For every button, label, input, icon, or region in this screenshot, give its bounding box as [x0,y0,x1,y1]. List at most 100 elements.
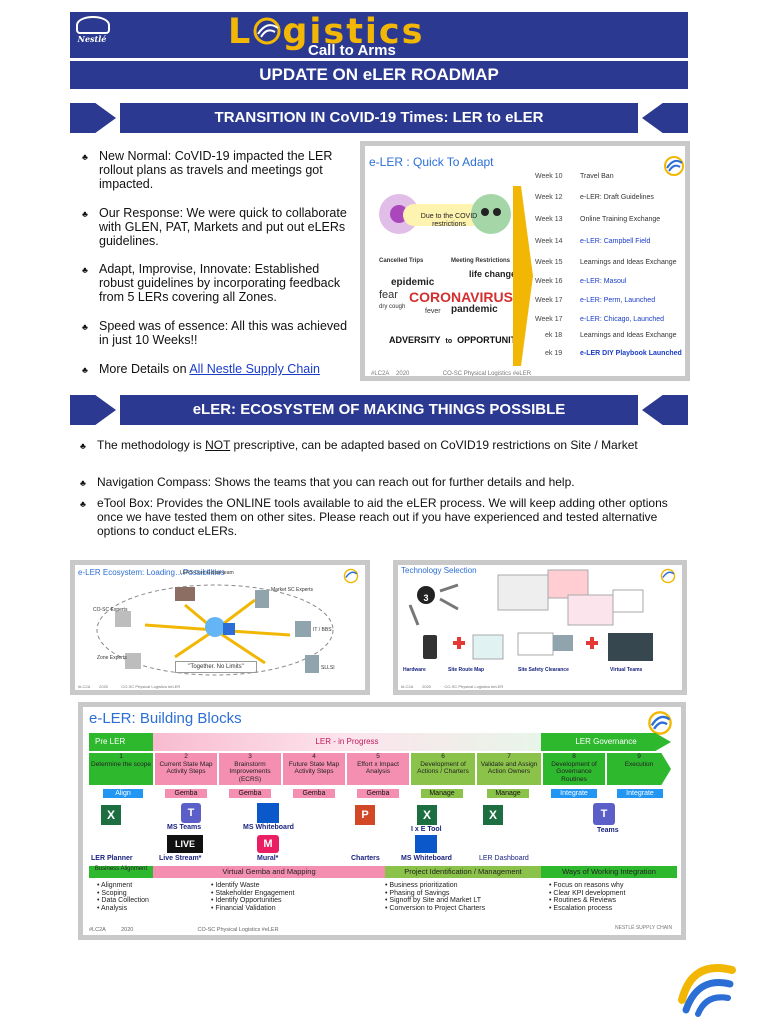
slide-title: e-LER: Building Blocks [89,710,242,727]
week-event: Travel Ban [580,173,614,180]
slide-ecosystem: e-LER Ecosystem: Loading…Possibilities L… [70,560,370,695]
ecosystem-label: CO-SC Experts [93,607,128,613]
category-business-alignment: Business Alignment [89,866,153,878]
week-event: e-LER: Perm, Launched [580,297,656,304]
section-arrow-left [70,103,116,133]
nestle-wordmark: Nestlé [77,34,107,44]
mural-icon: M [257,835,279,853]
tech-label: Virtual Teams [610,667,643,673]
slide-footer: #LC2A 2020 CO-SC Physical Logistics #eLE… [401,684,504,689]
tool-label: Teams [597,827,619,834]
week-label: Week 16 [535,278,563,285]
slide-footer: #LC2A 2020 CO-SC Physical Logistics #eLE… [78,684,181,689]
technology-diagram [408,569,653,661]
phase-pre-ler: Pre LER [89,733,153,751]
slide-title: Technology Selection [401,566,477,575]
excel-icon: X [483,805,503,825]
section-arrow-right [642,395,688,425]
section-arrow-right [642,103,688,133]
page-title: UPDATE ON eLER ROADMAP [70,61,688,89]
phase-in-progress: LER - in Progress [153,733,541,751]
yellow-arrow [513,186,533,366]
tag-gemba: Gemba [229,789,271,798]
logo-subtitle: Call to Arms [308,42,396,59]
category-virtual-gemba: Virtual Gemba and Mapping [153,866,385,878]
list-virtual-gemba: • Identify Waste• Stakeholder Engagement… [211,882,295,912]
week-label: Week 13 [535,216,563,223]
logistics-swirl-logo-icon [678,964,736,1017]
word-cloud-item: fear [379,289,398,301]
slide-title: e-LER : Quick To Adapt [369,155,494,169]
phase-flow: Pre LER LER - in Progress LER Governance… [89,733,681,807]
tool-label: MS Whiteboard [401,855,452,862]
step-number: 3 [423,593,429,603]
week-event: e-LER: Chicago, Launched [580,316,665,323]
bullet-adapt: ♣Adapt, Improvise, Innovate: Established… [82,262,341,304]
week-event: Learnings and Ideas Exchange [580,332,677,339]
tool-label: Mural* [257,855,279,862]
teams-icon: T [593,803,615,825]
week-event: e-LER DIY Playbook Launched [580,350,682,357]
week-label: Week 17 [535,316,563,323]
covid-graphic [379,194,511,234]
word-cloud-item: Cancelled Trips [379,258,424,264]
slide-footer: #LC2A 2020 CO-SC Physical Logistics #eLE… [89,927,279,933]
slide-title: e-LER Ecosystem: Loading…Possibilities [78,568,225,577]
week-event: e-LER: Campbell Field [580,238,651,245]
adversity-caption: ADVERSITY to OPPORTUNITY [389,335,523,345]
live-stream-icon: LIVE [167,835,203,853]
nest-icon [76,16,110,34]
club-bullet-icon: ♣ [82,322,88,332]
ecosystem-label: SLLSI [321,665,335,671]
tool-label: MS Whiteboard [243,824,294,831]
ecosystem-diagram [96,584,334,676]
supply-chain-link[interactable]: All Nestle Supply Chain [189,362,320,376]
slide-quick-to-adapt: e-LER : Quick To Adapt Due to the COVID … [360,141,690,381]
tag-gemba: Gemba [165,789,207,798]
category-project-identification: Project Identification / Management [385,866,541,878]
section-title-ecosystem: eLER: ECOSYSTEM OF MAKING THINGS POSSIBL… [120,395,638,425]
slide-technology-selection: Technology Selection 3 Hardware Site Rou… [393,560,687,695]
tech-label: Site Safety Clearance [518,667,569,673]
bullet-our-response: ♣Our Response: We were quick to collabor… [82,206,347,248]
covid-caption: Due to the COVID restrictions [420,213,478,228]
week-event: Learnings and Ideas Exchange [580,259,677,266]
excel-icon: X [417,805,437,825]
excel-icon: X [101,805,121,825]
tool-label: Live Stream* [159,855,202,862]
ms-teams-icon: T [181,803,201,823]
list-ways-of-working: • Focus on reasons why• Clear KPI develo… [549,882,626,912]
club-bullet-icon: ♣ [82,365,88,375]
whiteboard-icon [415,835,437,853]
word-cloud-item: CORONAVIRUS [409,289,513,305]
logistics-swirl-icon [648,711,672,735]
tool-label: LER Planner [91,855,133,862]
club-bullet-icon: ♣ [80,478,86,488]
logistics-swirl-icon [660,568,676,584]
club-bullet-icon: ♣ [82,265,88,275]
nestle-supply-chain-mark: NESTLÉ SUPPLY CHAIN [615,925,673,931]
tag-gemba: Gemba [293,789,335,798]
bullet-new-normal: ♣New Normal: CoVID-19 impacted the LER r… [82,149,333,191]
tag-manage: Manage [421,789,463,798]
tag-align: Align [103,789,143,798]
slide-building-blocks: e-LER: Building Blocks Pre LER LER - in … [78,702,686,940]
list-project-identification: • Business prioritization• Phasing of Sa… [385,882,486,912]
bullet-methodology: ♣The methodology is NOT prescriptive, ca… [80,438,638,452]
week-timeline: Week 10 Travel Ban Week 12 e-LER: Draft … [535,170,685,370]
ecosystem-label: Market SC Experts [271,587,313,593]
whiteboard-icon [257,803,279,823]
bullet-speed: ♣Speed was of essence: All this was achi… [82,319,348,347]
word-cloud-item: epidemic [391,277,435,288]
tag-integrate: Integrate [551,789,597,798]
word-cloud-item: fever [425,308,441,315]
tech-label: Site Route Map [448,667,485,673]
